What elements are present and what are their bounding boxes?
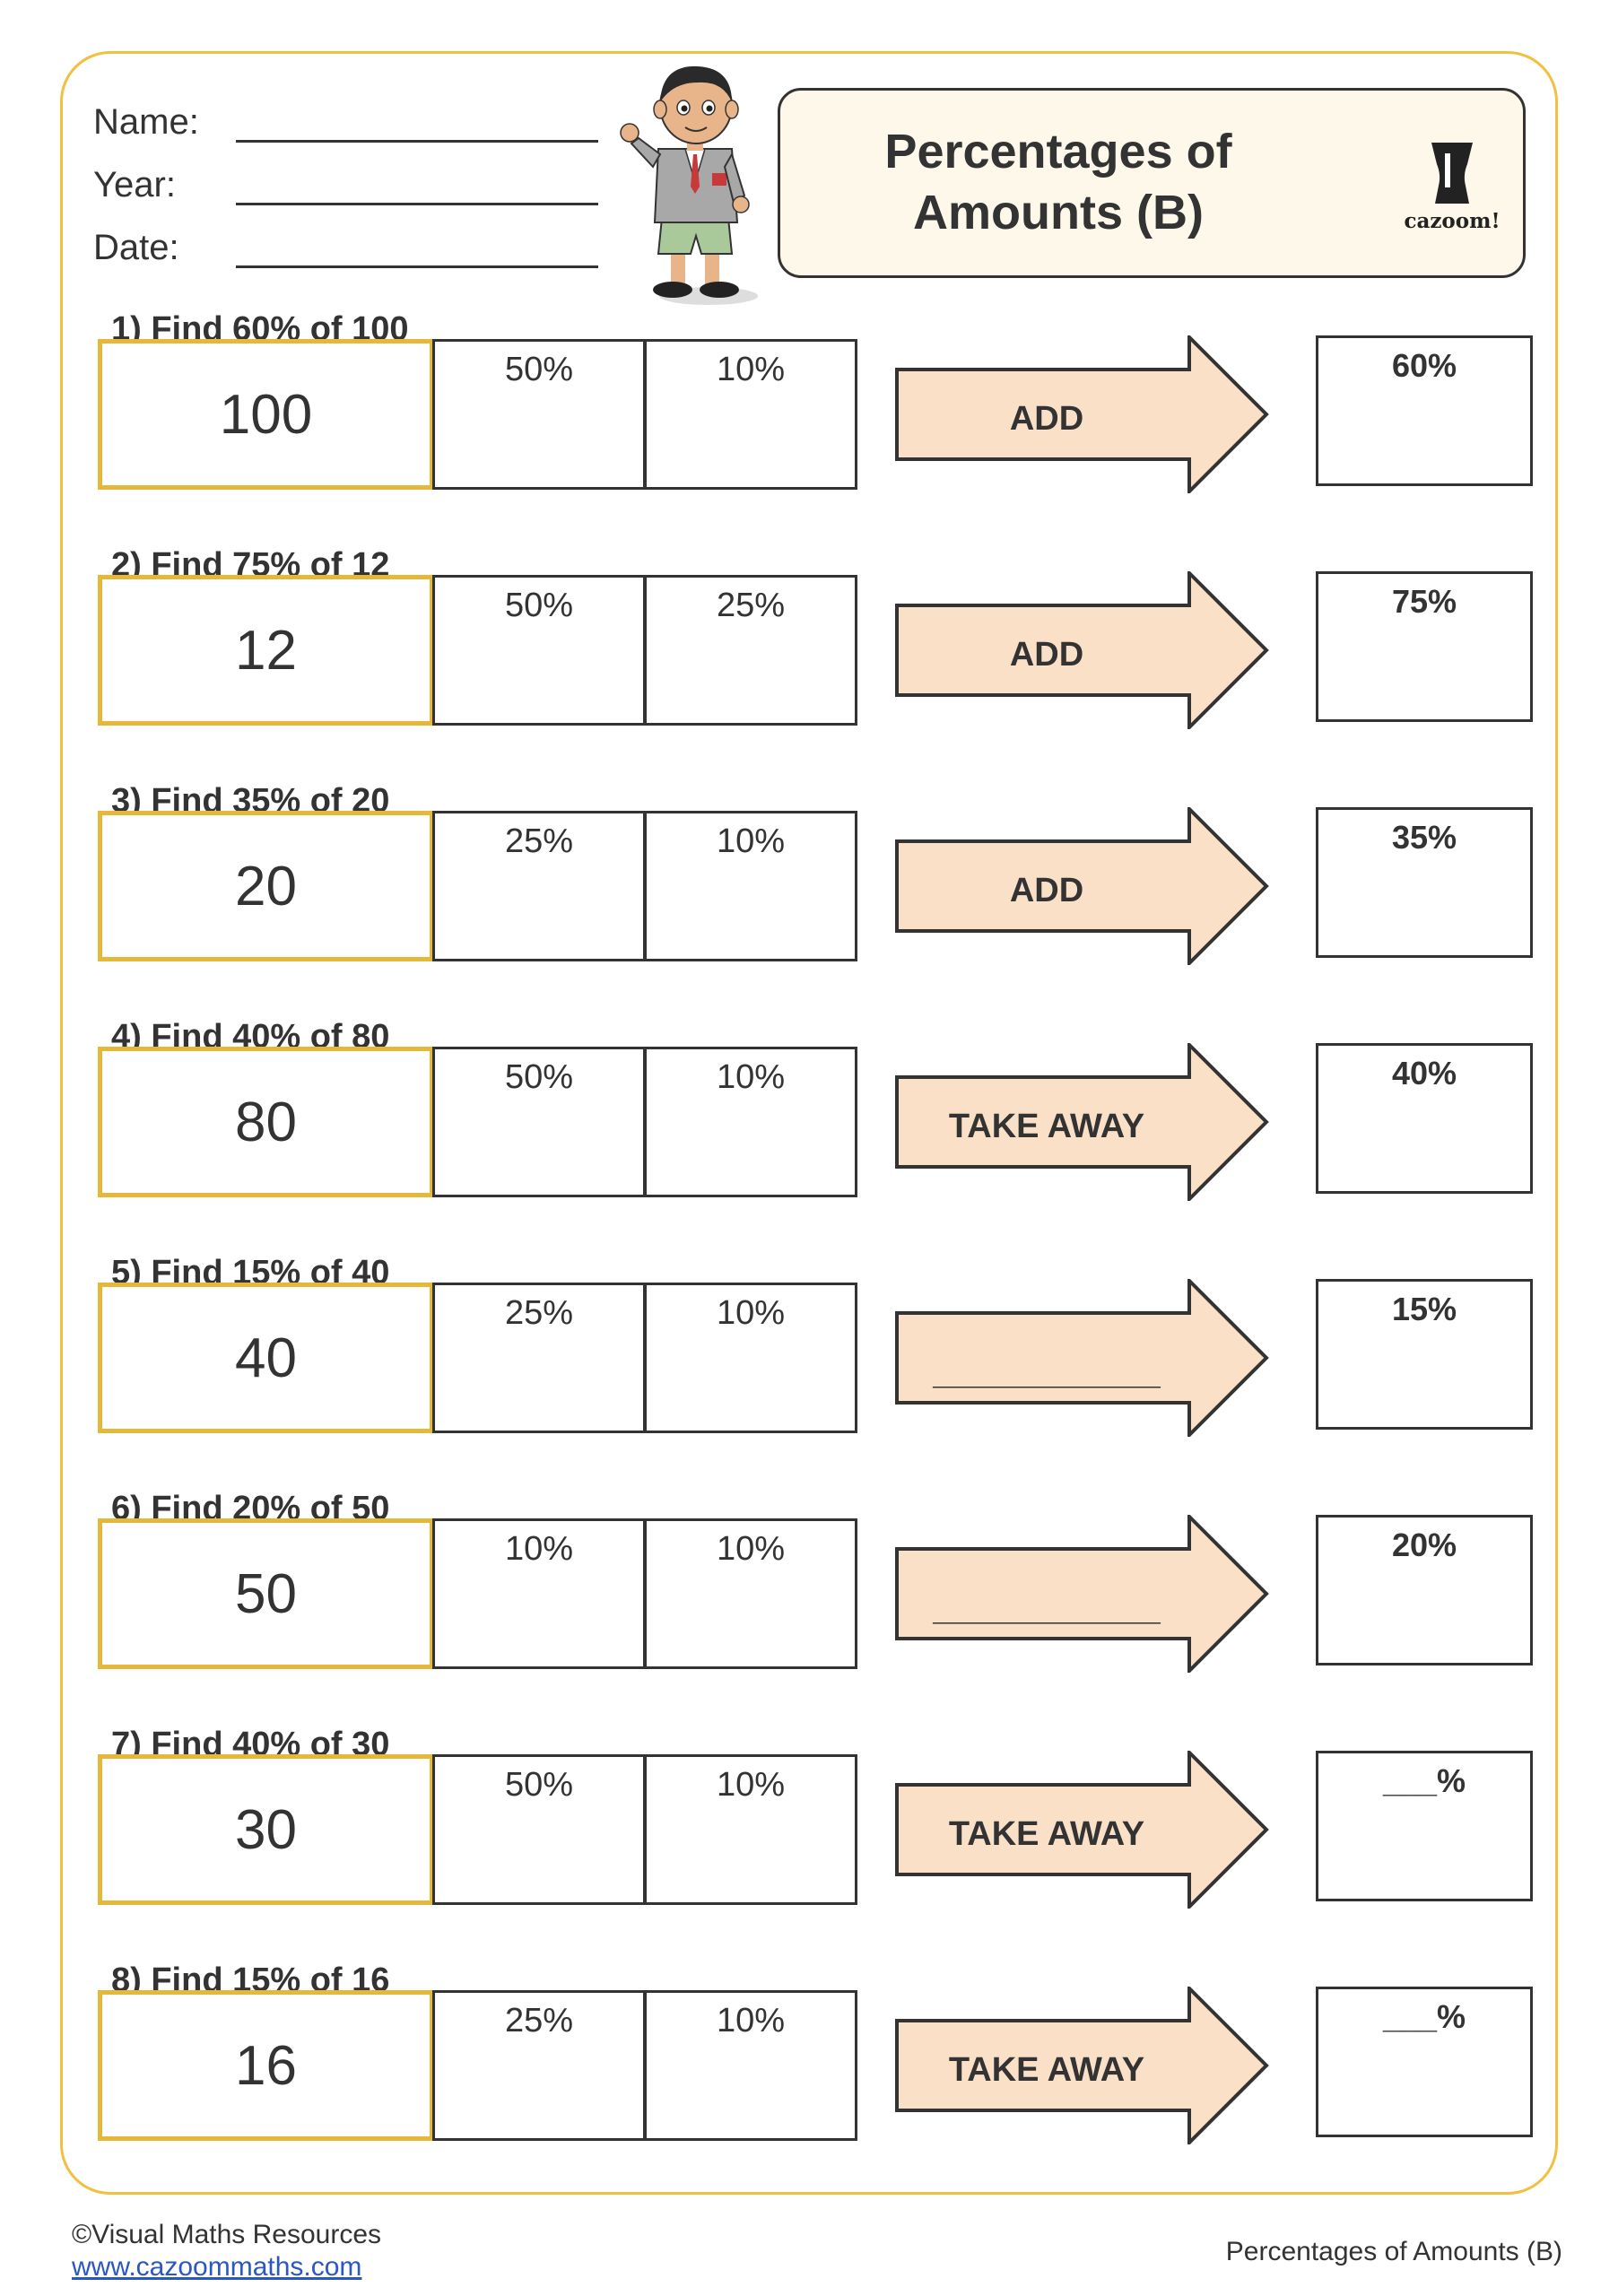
amount-box: 16 [98,1990,434,2141]
part-1-box[interactable]: 25% [432,811,646,961]
amount-box: 40 [98,1283,434,1433]
cazoom-logo-icon [1431,143,1473,204]
answer-box[interactable]: 15% [1316,1279,1533,1430]
operation-label: TAKE AWAY [948,1815,1145,1853]
title-line-2: Amounts (B) [913,186,1204,239]
part-2-box[interactable]: 10% [644,1990,857,2141]
website-link[interactable]: www.cazoommaths.com [72,2252,362,2282]
answer-box[interactable]: 60% [1316,335,1533,486]
amount-box: 12 [98,575,434,726]
date-label: Date: [93,228,179,267]
answer-box[interactable]: 75% [1316,571,1533,722]
operation-label: ADD [1009,636,1084,674]
part-1-box[interactable]: 25% [432,1283,646,1433]
part-1-box[interactable]: 50% [432,1754,646,1905]
answer-box[interactable]: 20% [1316,1515,1533,1665]
amount-box: 80 [98,1047,434,1197]
amount-box: 100 [98,339,434,490]
part-2-box[interactable]: 10% [644,1283,857,1433]
part-1-box[interactable]: 10% [432,1518,646,1669]
part-2-box[interactable]: 10% [644,1047,857,1197]
year-label: Year: [93,165,176,204]
title-line-1: Percentages of [884,125,1232,178]
part-1-box[interactable]: 25% [432,1990,646,2141]
year-line[interactable] [236,203,598,205]
operation-arrow [895,1515,1269,1673]
part-2-box[interactable]: 25% [644,575,857,726]
part-1-box[interactable]: 50% [432,1047,646,1197]
page-frame [60,51,1558,2195]
operation-arrow [895,571,1269,729]
copyright-text: ©Visual Maths Resources [72,2220,382,2249]
amount-box: 50 [98,1518,434,1669]
date-line[interactable] [236,265,598,268]
name-line[interactable] [236,140,598,143]
operation-arrow [895,1987,1269,2144]
cazoom-logo: cazoom! [1396,137,1509,236]
operation-arrow [895,807,1269,965]
title-box: Percentages of Amounts (B) cazoom! [778,88,1526,278]
name-label: Name: [93,102,199,142]
answer-box[interactable]: 40% [1316,1043,1533,1194]
footer-page-title: Percentages of Amounts (B) [1225,2237,1562,2266]
operation-arrow [895,1043,1269,1201]
worksheet-title: Percentages of Amounts (B) [834,121,1283,243]
logo-text: cazoom! [1404,209,1501,233]
operation-label: ____________ [933,1590,1161,1628]
part-2-box[interactable]: 10% [644,1518,857,1669]
answer-box[interactable]: ___% [1316,1987,1533,2137]
part-2-box[interactable]: 10% [644,811,857,961]
footer-credits: ©Visual Maths Resources www.cazoommaths.… [72,2219,381,2283]
operation-arrow [895,1751,1269,1909]
cartoon-boy-illustration [620,65,758,305]
operation-label: ADD [1009,872,1084,909]
amount-box: 20 [98,811,434,961]
operation-label: TAKE AWAY [948,2051,1145,2089]
answer-box[interactable]: ___% [1316,1751,1533,1901]
operation-arrow [895,1279,1269,1437]
operation-label: ____________ [933,1354,1161,1392]
part-2-box[interactable]: 10% [644,339,857,490]
operation-label: TAKE AWAY [948,1108,1145,1145]
part-1-box[interactable]: 50% [432,339,646,490]
operation-label: ADD [1009,400,1084,438]
part-1-box[interactable]: 50% [432,575,646,726]
amount-box: 30 [98,1754,434,1905]
answer-box[interactable]: 35% [1316,807,1533,958]
operation-arrow [895,335,1269,493]
part-2-box[interactable]: 10% [644,1754,857,1905]
